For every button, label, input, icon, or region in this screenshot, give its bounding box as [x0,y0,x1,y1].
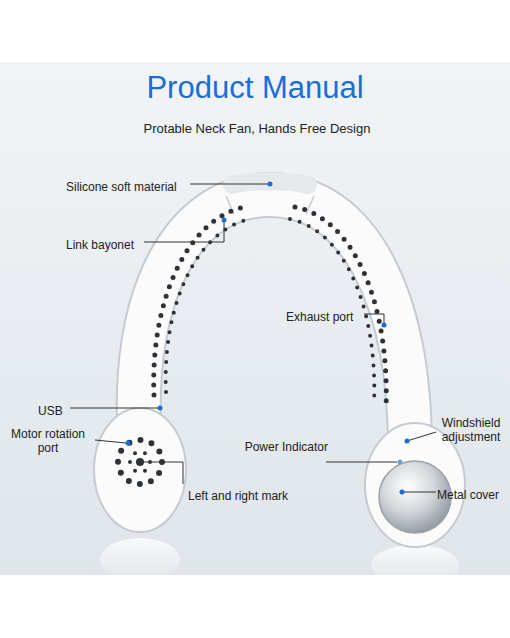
title: Product Manual [146,70,363,106]
leader-dot [126,441,131,446]
power-indicator-light [398,460,403,465]
leader-line [70,408,158,409]
leader-dot [382,323,387,328]
subtitle-box: Protable Neck Fan, Hands Free Design [2,119,510,137]
part-label: Silicone soft material [66,180,177,194]
part-label-box: Metal cover [437,485,507,503]
leader-dot [268,182,273,187]
center-mark [136,458,144,466]
part-label: Exhaust port [286,310,353,324]
part-label-box: Windshield adjustment [435,416,507,445]
part-label-box: Motor rotation port [2,427,94,456]
title-box: Product Manual [0,70,510,106]
part-label: Metal cover [437,488,499,502]
leader-line [95,440,126,443]
part-label: Motor rotation port [2,427,94,455]
leader-line [402,492,436,493]
leader-line [144,462,183,484]
leader-line [144,222,224,242]
part-label: USB [38,404,63,418]
neck-band [139,195,410,450]
part-label-box: Power Indicator [232,437,328,455]
leader-dot [405,439,410,444]
part-label-box: Exhaust port [286,307,364,325]
band-outline [139,195,410,450]
leader-line [190,184,268,185]
part-label: Link bayonet [66,238,134,252]
leader-lines [70,184,436,492]
leader-dot [158,406,163,411]
part-label: Left and right mark [188,489,288,503]
reflection [371,545,459,585]
background-panel [0,62,510,575]
leader-line [407,432,436,441]
leader-dot [400,490,405,495]
leader-line [326,462,397,463]
leader-line [364,314,384,323]
part-label-box: USB [38,401,70,419]
left-pod [94,408,186,532]
exhaust-vents [154,207,245,395]
part-label-box: Left and right mark [188,486,308,504]
leader-dots [126,182,410,495]
exhaust-vents [295,207,386,410]
exhaust-vents [166,219,250,392]
part-label-box: Silicone soft material [66,177,190,195]
part-label: Power Indicator [245,440,328,454]
part-label: Windshield adjustment [435,416,507,444]
subtitle: Protable Neck Fan, Hands Free Design [144,121,371,136]
reflection [100,538,180,582]
leader-dot [222,218,227,223]
part-label-box: Link bayonet [66,235,146,253]
